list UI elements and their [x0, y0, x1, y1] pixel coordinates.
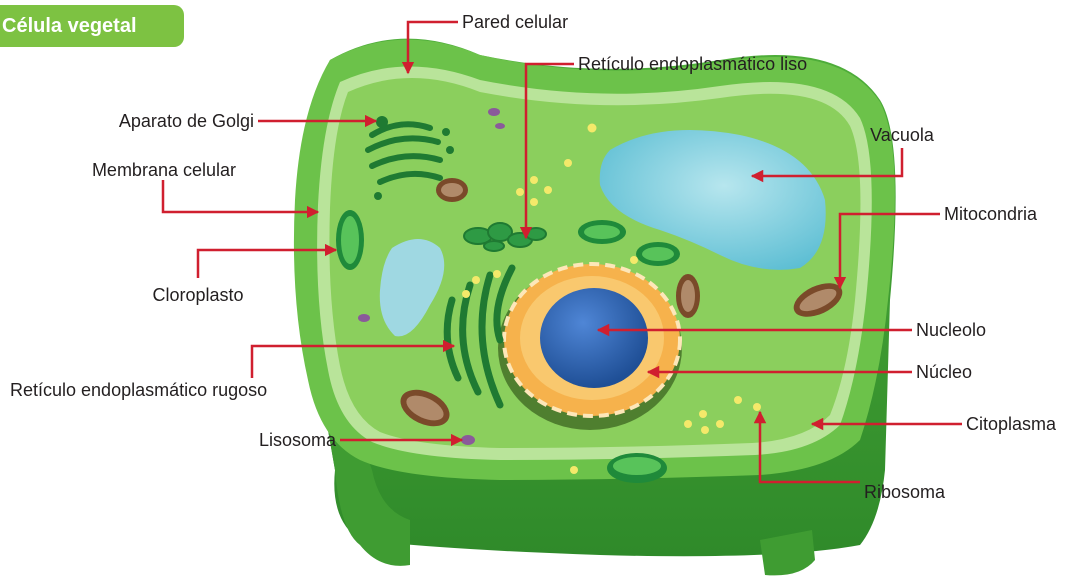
label-mitocondria: Mitocondria	[944, 204, 1038, 224]
label-citoplasma: Citoplasma	[966, 414, 1057, 434]
chloroplast	[607, 453, 667, 483]
label-lisosoma: Lisosoma	[259, 430, 337, 450]
label-ribosoma: Ribosoma	[864, 482, 946, 502]
label-cloroplasto: Cloroplasto	[152, 285, 243, 305]
label-vacuola: Vacuola	[870, 125, 935, 145]
label-membrana-celular: Membrana celular	[92, 160, 236, 180]
label-aparato-golgi: Aparato de Golgi	[119, 111, 254, 131]
chloroplast	[578, 220, 626, 244]
mitochondrion	[676, 274, 700, 318]
label-nucleolo: Nucleolo	[916, 320, 986, 340]
label-pared-celular: Pared celular	[462, 12, 568, 32]
label-reticulo-liso: Retículo endoplasmático liso	[578, 54, 807, 74]
nucleolus	[540, 288, 648, 388]
chloroplast	[636, 242, 680, 266]
mitochondrion	[436, 178, 468, 202]
label-reticulo-rugoso: Retículo endoplasmático rugoso	[10, 380, 267, 400]
chloroplast	[336, 210, 364, 270]
label-nucleo: Núcleo	[916, 362, 972, 382]
